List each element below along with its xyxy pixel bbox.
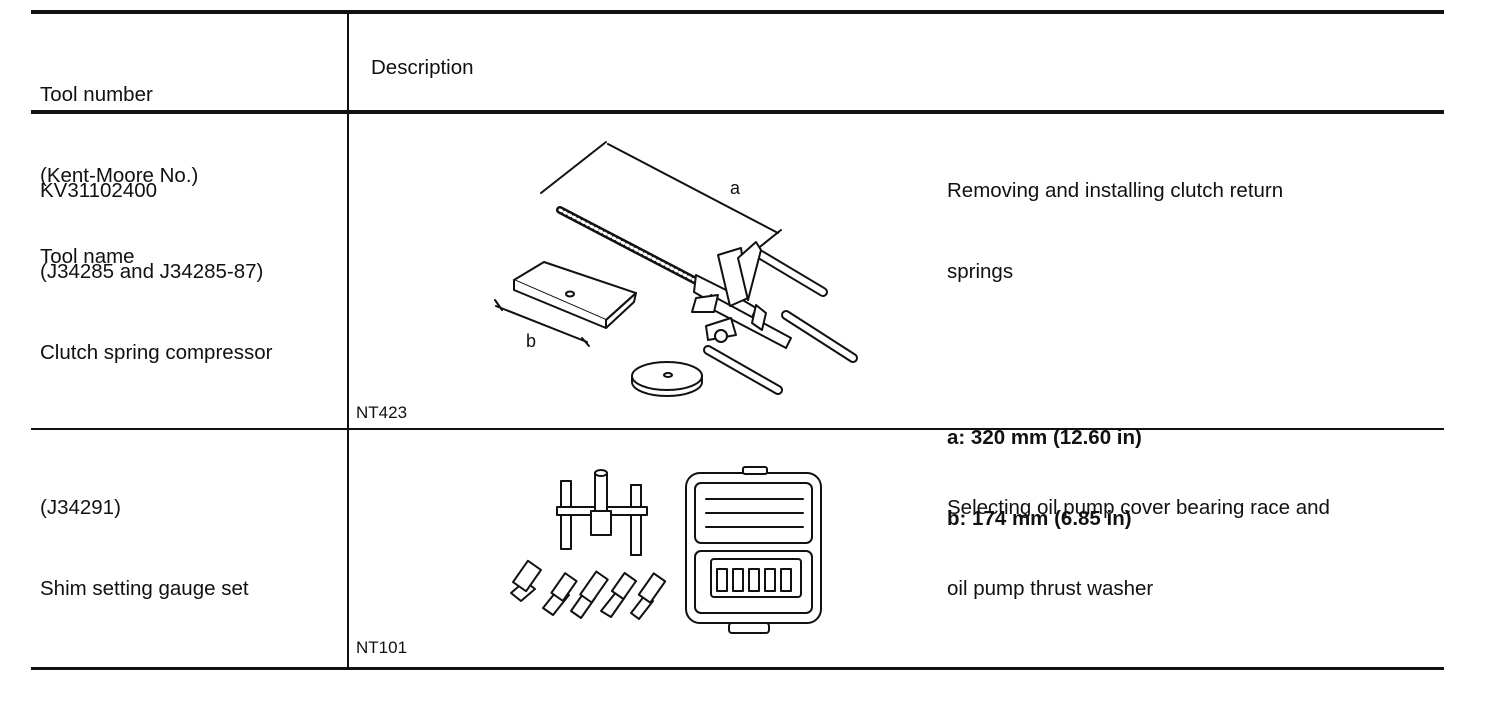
table-row-1-specs: a: 320 mm (12.60 in) b: 174 mm (6.85 in) bbox=[947, 370, 1142, 586]
tool-number: KV31102400 bbox=[40, 179, 158, 202]
description-line: Selecting oil pump cover bearing race an… bbox=[947, 496, 1330, 519]
spec-b: b: 174 mm (6.85 in) bbox=[947, 507, 1132, 530]
description-line: oil pump thrust washer bbox=[947, 577, 1154, 600]
kent-moore-number: (J34285 and J34285-87) bbox=[40, 260, 264, 283]
table-row-1-tool: KV31102400 (J34285 and J34285-87) Clutch… bbox=[40, 123, 272, 420]
table-bottom-rule bbox=[31, 667, 1444, 670]
header-tool-name: Tool name bbox=[40, 245, 135, 268]
image-code-nt423: NT423 bbox=[356, 403, 408, 422]
row-divider-rule bbox=[31, 428, 1444, 430]
table-row-1-description: Removing and installing clutch return sp… bbox=[947, 123, 1283, 339]
kent-moore-number: (J34291) bbox=[40, 496, 121, 519]
special-tools-table: Tool number (Kent-Moore No.) Tool name D… bbox=[31, 10, 1444, 670]
header-tool-column: Tool number (Kent-Moore No.) Tool name bbox=[40, 27, 198, 324]
tool-name: Clutch spring compressor bbox=[40, 341, 273, 364]
shim-setting-gauge-set-illustration bbox=[510, 466, 822, 634]
table-row-2-description: Selecting oil pump cover bearing race an… bbox=[947, 440, 1330, 656]
description-line: Removing and installing clutch return bbox=[947, 179, 1284, 202]
dimension-label-b: b bbox=[526, 331, 536, 351]
spec-a: a: 320 mm (12.60 in) bbox=[947, 426, 1142, 449]
dimension-label-a: a bbox=[730, 178, 741, 198]
header-divider-rule bbox=[31, 110, 1444, 114]
clutch-spring-compressor-illustration: a b bbox=[494, 141, 858, 397]
image-code-nt101: NT101 bbox=[356, 638, 408, 657]
header-kent-moore: (Kent-Moore No.) bbox=[40, 164, 199, 187]
header-description: Description bbox=[371, 56, 474, 79]
column-divider bbox=[347, 12, 349, 668]
table-row-2-tool: (J34291) Shim setting gauge set bbox=[40, 440, 249, 656]
table-top-rule bbox=[31, 10, 1444, 14]
header-tool-number: Tool number bbox=[40, 83, 153, 106]
description-line: springs bbox=[947, 260, 1014, 283]
tool-name: Shim setting gauge set bbox=[40, 577, 249, 600]
